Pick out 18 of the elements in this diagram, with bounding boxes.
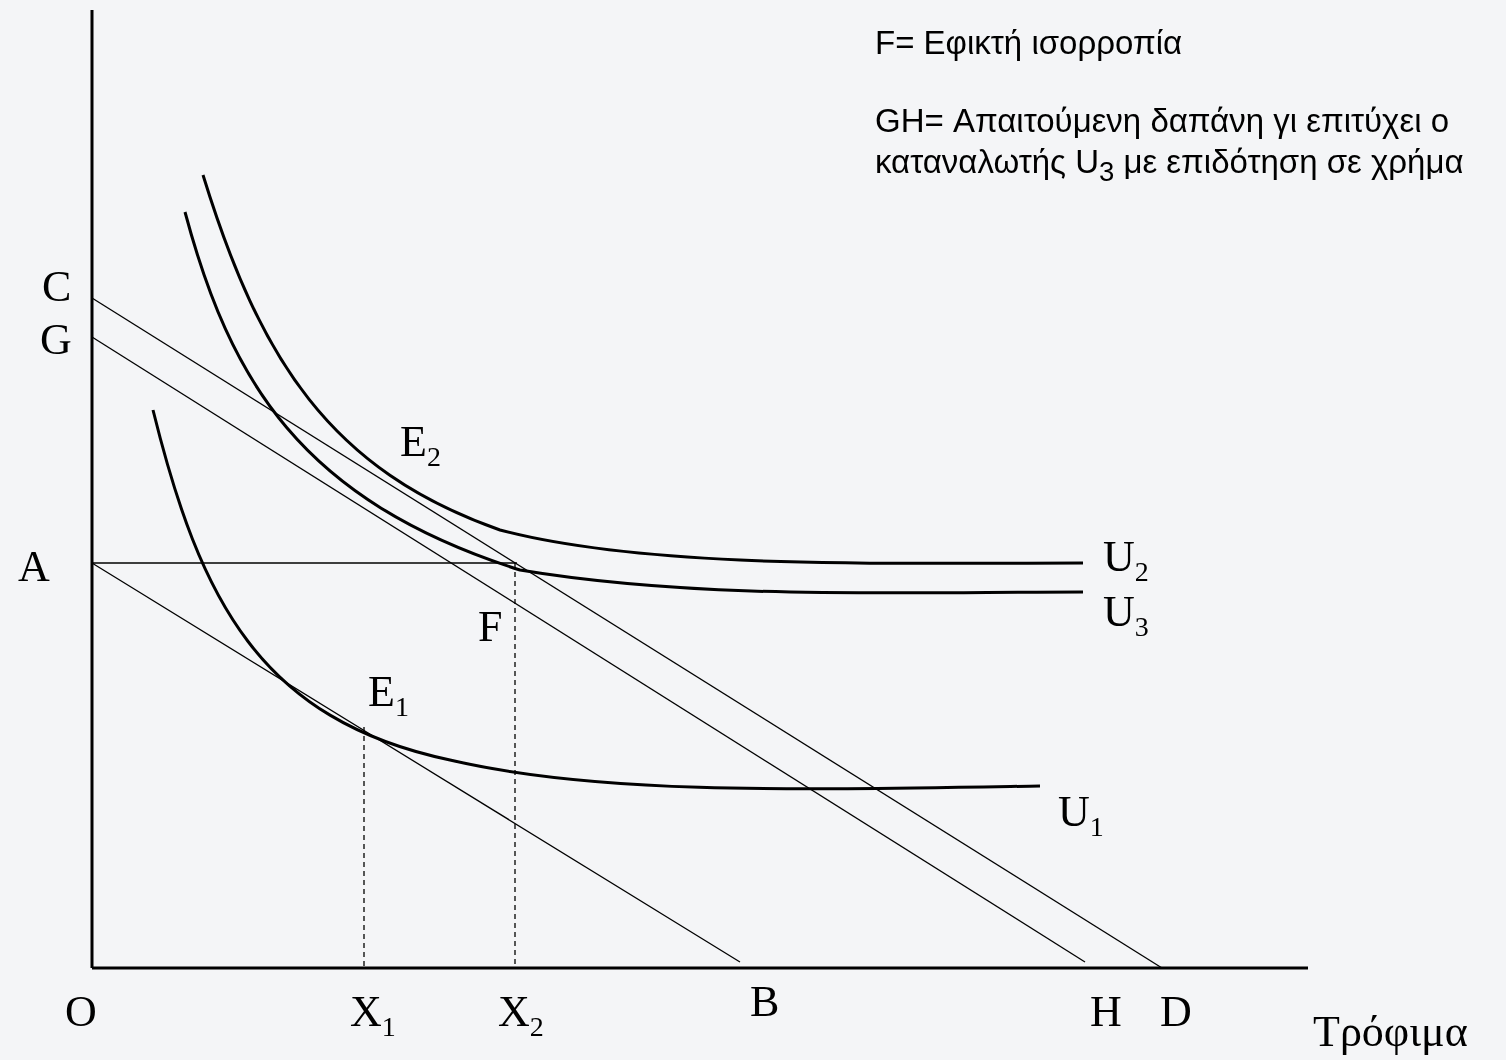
point-label: F <box>478 605 503 649</box>
point-label: E$_{1}$ <box>368 670 409 721</box>
axis-title: Τρόφιμα <box>1313 1010 1468 1054</box>
note: F= Εφικτή ισορροπία <box>875 23 1183 63</box>
curve-label: U$_{3}$ <box>1103 590 1149 641</box>
axis-label: X$_{1}$ <box>350 990 396 1041</box>
point-label: A <box>18 545 50 589</box>
curve-label: U$_{2}$ <box>1103 535 1149 586</box>
axis-label: H <box>1090 990 1122 1034</box>
curve-label: U$_{1}$ <box>1058 790 1104 841</box>
axis-label: D <box>1160 990 1192 1034</box>
point-label: G <box>40 318 72 362</box>
point-label: C <box>42 265 72 309</box>
axis-label: B <box>750 980 780 1024</box>
point-label: E$_{2}$ <box>400 420 441 471</box>
note: GH= Απαιτούμενη δαπάνη γι επιτύχει ο καταναλωτής U$_{3}$ με επιδότηση σε χρήμα <box>875 101 1465 189</box>
axis-label: X$_{2}$ <box>498 990 544 1041</box>
axis-label: O <box>65 990 97 1034</box>
